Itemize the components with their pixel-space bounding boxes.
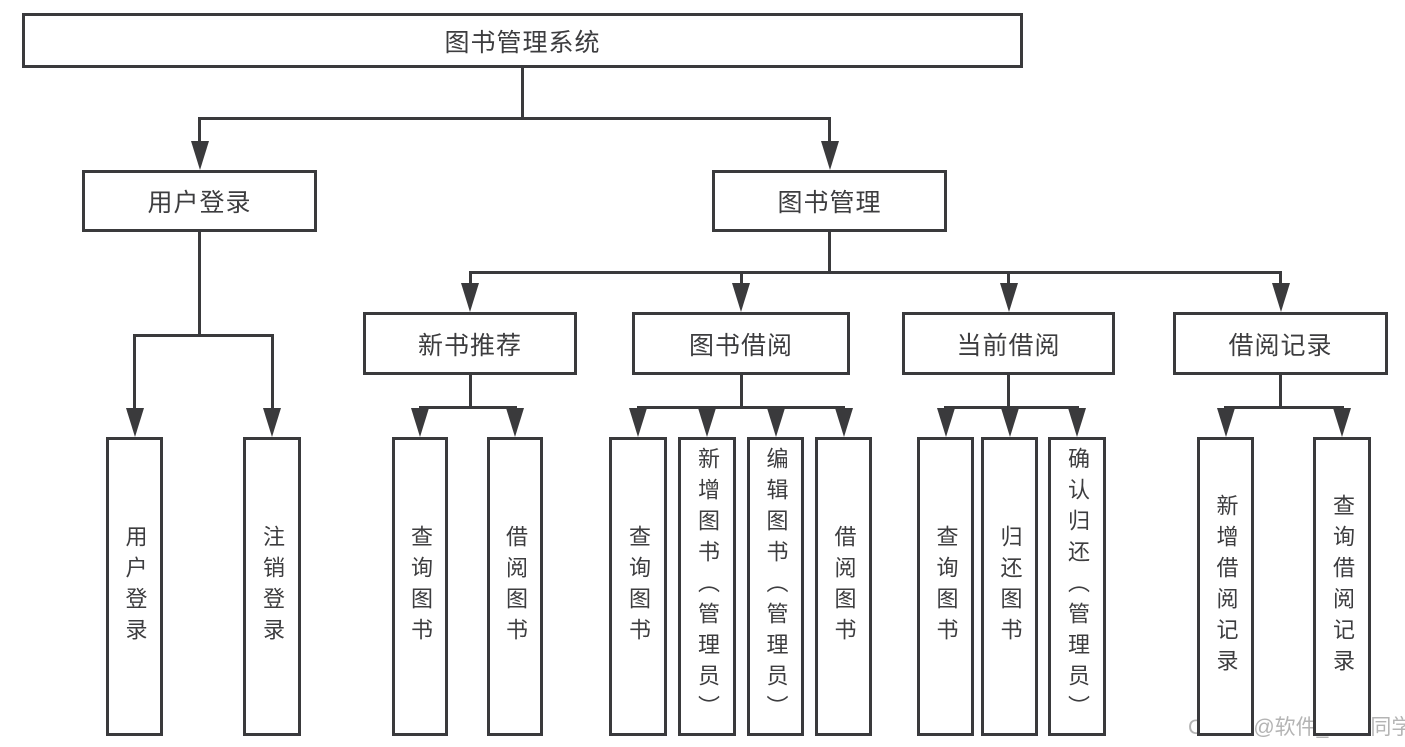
arrowhead-down-icon <box>999 283 1018 312</box>
node-book-mgmt: 图书管理 <box>712 170 947 232</box>
node-leaf-return-book: 归还图书 <box>981 437 1038 736</box>
node-label: 新增借阅记录 <box>1213 493 1239 680</box>
node-label: 当前借阅 <box>956 331 1061 360</box>
node-leaf-confirm-return: 确认归还（管理员） <box>1048 437 1106 736</box>
node-label: 借阅图书 <box>503 524 528 649</box>
node-label: 用户登录 <box>122 524 148 649</box>
arrowhead-down-icon <box>820 141 839 170</box>
node-label: 图书管理 <box>777 189 882 217</box>
connector-rail <box>418 405 517 409</box>
connector-stem <box>739 375 743 409</box>
connector-rail <box>944 405 1079 409</box>
node-leaf-logout: 注销登录 <box>243 437 301 736</box>
node-leaf-borrow-book-1: 借阅图书 <box>487 437 543 736</box>
node-leaf-query-book-3: 查询图书 <box>917 437 974 736</box>
connector-stem <box>521 68 524 120</box>
connector-stem <box>198 232 201 337</box>
node-leaf-query-record: 查询借阅记录 <box>1313 437 1371 736</box>
arrowhead-down-icon <box>263 408 281 437</box>
node-label: 新增图书（管理员） <box>695 447 720 726</box>
arrowhead-down-icon <box>506 408 524 437</box>
connector-stem <box>468 375 472 409</box>
arrowhead-down-icon <box>190 141 209 170</box>
node-label: 图书管理系统 <box>444 28 601 57</box>
connector-drop <box>1279 272 1282 286</box>
node-leaf-query-book-2: 查询图书 <box>609 437 667 736</box>
node-label: 查询图书 <box>626 524 651 649</box>
connector-drop <box>198 118 201 144</box>
node-leaf-add-book: 新增图书（管理员） <box>678 437 736 736</box>
node-user-login: 用户登录 <box>82 170 317 232</box>
arrowhead-down-icon <box>1068 408 1086 437</box>
connector-rail <box>198 116 831 120</box>
arrowhead-down-icon <box>936 408 955 437</box>
node-label: 新书推荐 <box>417 331 522 360</box>
arrowhead-down-icon <box>125 408 144 437</box>
node-current-borrow: 当前借阅 <box>902 312 1115 375</box>
arrowhead-down-icon <box>766 408 785 437</box>
node-leaf-edit-book: 编辑图书（管理员） <box>747 437 804 736</box>
arrowhead-down-icon <box>834 408 853 437</box>
connector-rail <box>1224 405 1344 409</box>
arrowhead-down-icon <box>1000 408 1019 437</box>
connector-drop <box>468 272 472 286</box>
node-leaf-query-book-1: 查询图书 <box>392 437 448 736</box>
node-label: 查询图书 <box>408 524 433 649</box>
arrowhead-down-icon <box>698 408 716 437</box>
node-new-book-rec: 新书推荐 <box>363 312 577 375</box>
node-label: 查询借阅记录 <box>1330 493 1355 680</box>
connector-rail <box>636 405 845 409</box>
connector-drop <box>1007 272 1010 286</box>
arrowhead-down-icon <box>461 283 479 312</box>
node-label: 借阅记录 <box>1228 331 1333 360</box>
node-label: 注销登录 <box>260 524 285 649</box>
connector-drop <box>270 335 274 411</box>
connector-drop <box>828 118 831 144</box>
node-label: 归还图书 <box>997 524 1023 649</box>
arrowhead-down-icon <box>629 408 647 437</box>
arrowhead-down-icon <box>411 408 429 437</box>
node-label: 编辑图书（管理员） <box>763 447 789 726</box>
arrowhead-down-icon <box>1216 408 1235 437</box>
arrowhead-down-icon <box>1271 283 1290 312</box>
node-leaf-borrow-book-2: 借阅图书 <box>815 437 872 736</box>
node-leaf-add-record: 新增借阅记录 <box>1197 437 1254 736</box>
connector-rail <box>468 270 1282 274</box>
arrowhead-down-icon <box>1333 408 1351 437</box>
node-borrow-record: 借阅记录 <box>1173 312 1388 375</box>
node-label: 确认归还（管理员） <box>1065 447 1090 726</box>
connector-drop <box>133 335 136 411</box>
node-leaf-user-login: 用户登录 <box>106 437 163 736</box>
node-label: 借阅图书 <box>831 524 857 649</box>
node-label: 图书借阅 <box>688 331 793 360</box>
connector-drop <box>739 272 743 286</box>
arrowhead-down-icon <box>732 283 750 312</box>
node-label: 查询图书 <box>933 524 959 649</box>
connector-stem <box>828 232 831 274</box>
node-book-borrow: 图书借阅 <box>632 312 850 375</box>
connector-stem <box>1007 375 1010 409</box>
connector-rail <box>133 333 274 337</box>
connector-stem <box>1279 375 1282 409</box>
node-root: 图书管理系统 <box>22 13 1023 68</box>
node-label: 用户登录 <box>147 189 252 217</box>
